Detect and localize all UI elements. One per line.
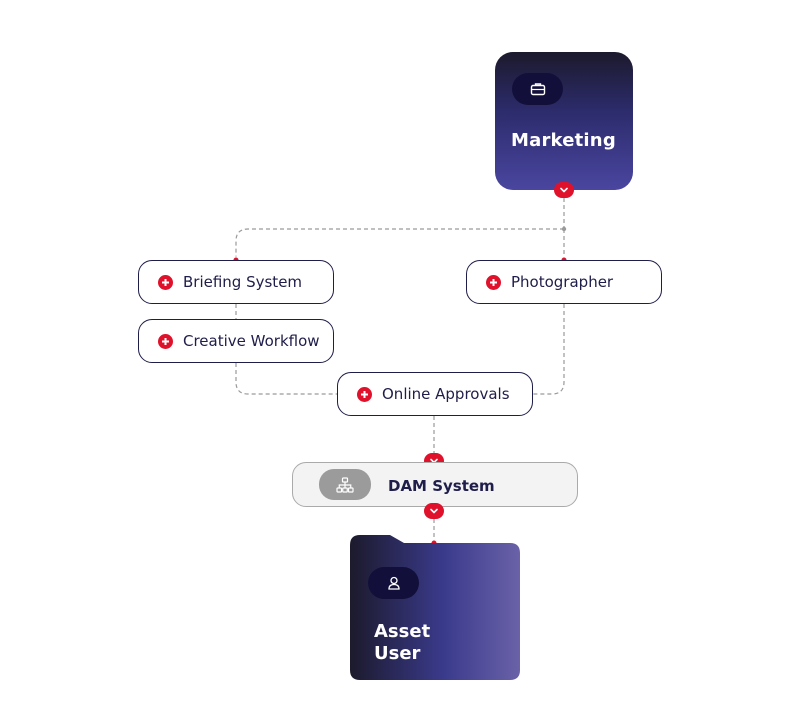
plus-icon (486, 274, 501, 290)
user-icon (368, 567, 419, 599)
dam-system-node[interactable]: DAM System (292, 462, 578, 507)
plus-icon (158, 333, 173, 349)
photographer-node[interactable]: Photographer (466, 260, 662, 304)
asset-user-title: Asset User (374, 621, 431, 664)
connector-photographer-to-approvals (533, 304, 565, 395)
plus-icon (158, 274, 173, 290)
briefing-system-label: Briefing System (183, 273, 303, 291)
photographer-label: Photographer (511, 273, 614, 291)
junction-dot (561, 226, 567, 232)
sitemap-icon (319, 469, 371, 500)
plus-icon (357, 386, 372, 402)
chevron-down-icon[interactable] (554, 182, 574, 198)
creative-workflow-label: Creative Workflow (183, 332, 320, 350)
online-approvals-label: Online Approvals (382, 385, 510, 403)
online-approvals-node[interactable]: Online Approvals (337, 372, 533, 416)
briefcase-icon (512, 73, 563, 105)
marketing-card[interactable]: Marketing (495, 52, 633, 190)
briefing-system-node[interactable]: Briefing System (138, 260, 334, 304)
connector-marketing-to-briefing (235, 228, 564, 260)
asset-user-card[interactable]: Asset User (350, 535, 520, 680)
connector-creative-to-approvals (235, 363, 338, 395)
chevron-down-icon[interactable] (424, 503, 444, 519)
marketing-title: Marketing (511, 130, 616, 151)
dam-system-title: DAM System (388, 477, 495, 495)
creative-workflow-node[interactable]: Creative Workflow (138, 319, 334, 363)
